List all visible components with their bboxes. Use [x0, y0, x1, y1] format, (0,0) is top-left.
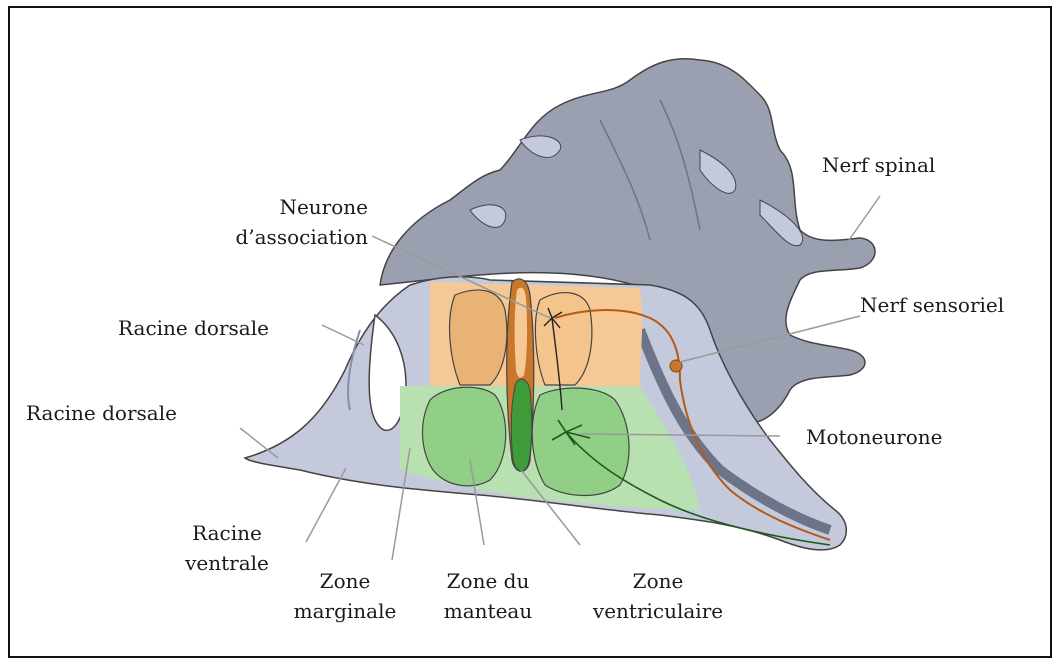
- label-nerf-spinal: Nerf spinal: [822, 150, 935, 180]
- label-racine-ventrale-line1: Racine: [172, 518, 282, 548]
- label-nerf-sensoriel: Nerf sensoriel: [860, 290, 1004, 320]
- label-neurone-association-line2: d’association: [228, 222, 368, 252]
- label-zone-marginale: Zone marginale: [285, 566, 405, 626]
- label-zone-manteau-line2: manteau: [428, 596, 548, 626]
- label-neurone-association: Neurone d’association: [228, 192, 368, 252]
- label-zone-marginale-line1: Zone: [285, 566, 405, 596]
- label-zone-ventriculaire: Zone ventriculaire: [578, 566, 738, 626]
- label-motoneurone: Motoneurone: [806, 422, 943, 452]
- label-racine-ventrale: Racine ventrale: [172, 518, 282, 578]
- label-zone-ventriculaire-line1: Zone: [578, 566, 738, 596]
- label-zone-manteau: Zone du manteau: [428, 566, 548, 626]
- label-zone-manteau-line1: Zone du: [428, 566, 548, 596]
- label-zone-marginale-line2: marginale: [285, 596, 405, 626]
- label-racine-ventrale-line2: ventrale: [172, 548, 282, 578]
- label-zone-ventriculaire-line2: ventriculaire: [578, 596, 738, 626]
- label-racine-dorsale-upper: Racine dorsale: [118, 313, 269, 343]
- label-neurone-association-line1: Neurone: [228, 192, 368, 222]
- label-racine-dorsale-lower: Racine dorsale: [26, 398, 177, 428]
